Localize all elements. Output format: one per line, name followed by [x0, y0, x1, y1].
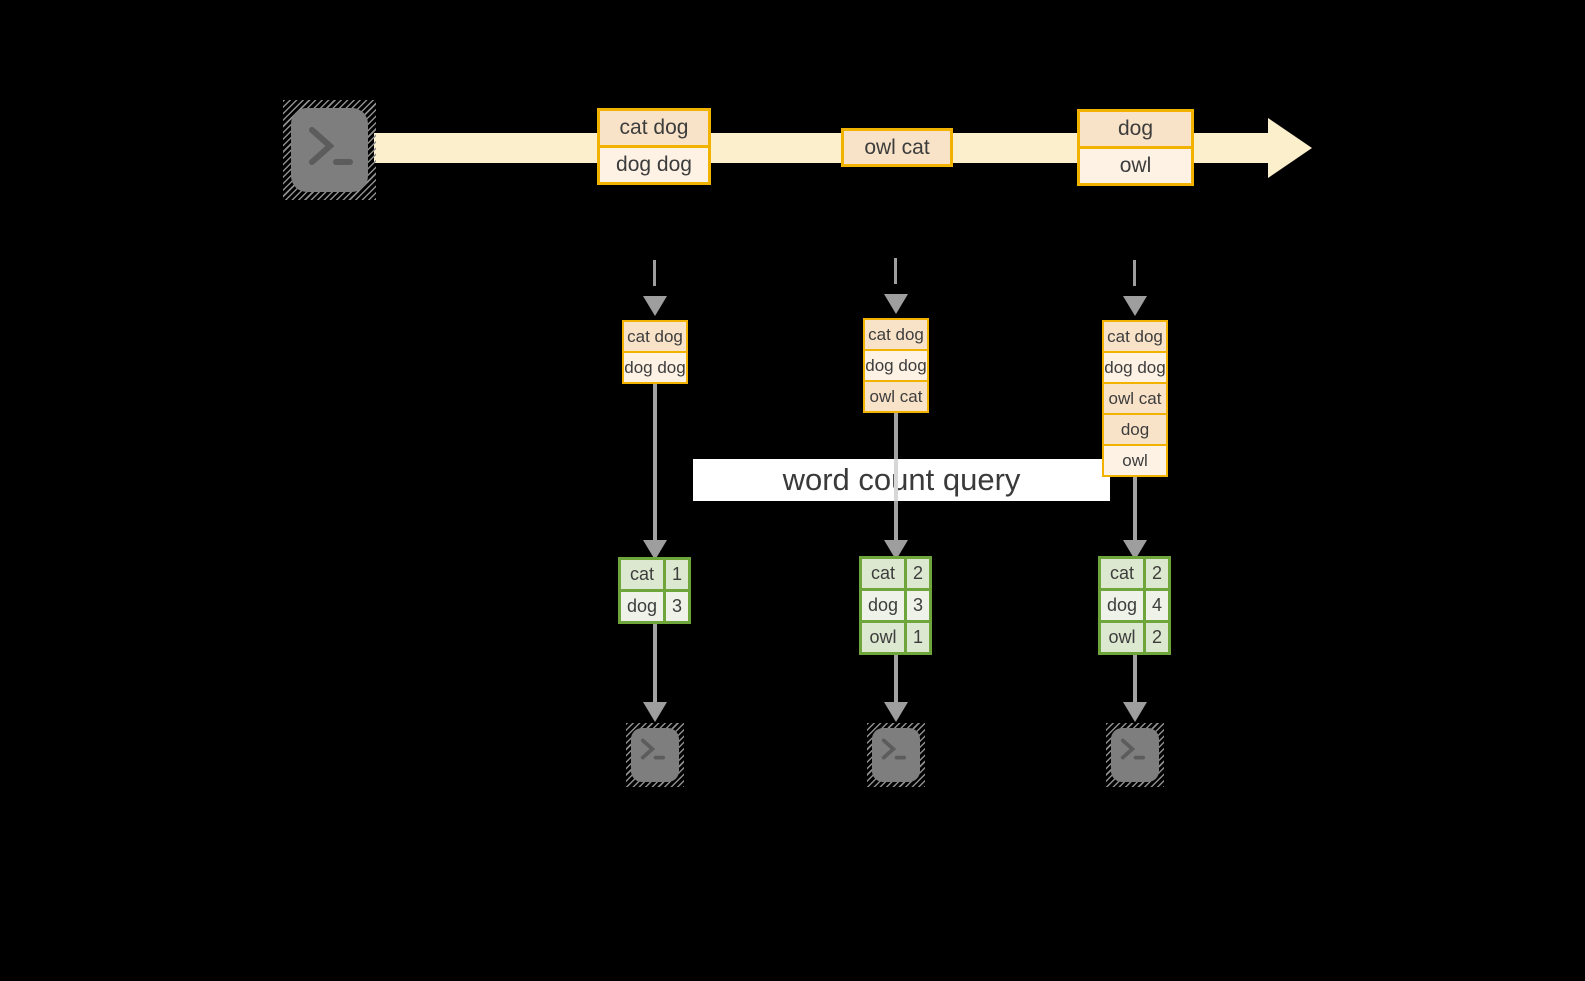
query-arrowhead-icon: [643, 540, 667, 560]
buffer-row: dog: [1104, 413, 1166, 444]
terminal-prompt-icon: [309, 127, 353, 165]
table-word-cell: cat: [862, 559, 904, 588]
buffer-row: cat dog: [1104, 322, 1166, 351]
event-word: owl: [1080, 146, 1191, 183]
table-word-cell: cat: [1101, 559, 1143, 588]
buffer-stack-2: cat dog dog dog owl cat: [863, 318, 929, 413]
terminal-screen: [291, 108, 368, 192]
buffer-row: dog dog: [624, 351, 686, 382]
table-word-cell: dog: [621, 592, 663, 621]
table-count-cell: 3: [666, 592, 688, 621]
query-label: word count query: [782, 462, 1021, 497]
table-count-cell: 2: [1146, 623, 1168, 652]
event-word: dog dog: [600, 145, 708, 182]
buffer-row: dog dog: [1104, 351, 1166, 382]
query-arrowhead-icon: [884, 540, 908, 560]
word-count-table-3: cat 2 dog 4 owl 2: [1098, 556, 1171, 655]
event-word: owl cat: [844, 131, 950, 164]
output-flow-line: [1133, 655, 1137, 702]
word-count-table-1: cat 1 dog 3: [618, 557, 691, 624]
query-banner: word count query: [693, 459, 1110, 501]
trigger-arrow-dash: [894, 258, 897, 284]
terminal-prompt-icon: [881, 738, 906, 760]
table-word-cell: cat: [621, 560, 663, 589]
event-word: cat dog: [600, 111, 708, 145]
terminal-prompt-icon: [1120, 738, 1145, 760]
table-count-cell: 3: [907, 591, 929, 620]
buffer-row: dog dog: [865, 349, 927, 380]
output-arrowhead-icon: [1123, 702, 1147, 722]
table-word-cell: dog: [862, 591, 904, 620]
output-flow-line: [894, 655, 898, 702]
trigger-arrowhead-icon: [884, 294, 908, 314]
trigger-arrowhead-icon: [1123, 296, 1147, 316]
table-count-cell: 2: [907, 559, 929, 588]
buffer-stack-1: cat dog dog dog: [622, 320, 688, 384]
query-arrowhead-icon: [1123, 540, 1147, 560]
buffer-stack-3: cat dog dog dog owl cat dog owl: [1102, 320, 1168, 477]
table-word-cell: owl: [1101, 623, 1143, 652]
terminal-prompt-icon: [640, 738, 665, 760]
timeline-event-batch-2: owl cat: [841, 128, 953, 167]
terminal-screen: [631, 728, 679, 782]
terminal-screen: [872, 728, 920, 782]
event-word: dog: [1080, 112, 1191, 146]
trigger-arrow-dash: [1133, 260, 1136, 286]
output-flow-line: [653, 624, 657, 702]
word-count-table-2: cat 2 dog 3 owl 1: [859, 556, 932, 655]
trigger-arrowhead-icon: [643, 296, 667, 316]
buffer-row: owl cat: [865, 380, 927, 411]
table-word-cell: dog: [1101, 591, 1143, 620]
source-terminal-icon: [283, 100, 376, 200]
sink-terminal-icon-1: [626, 723, 684, 787]
table-count-cell: 1: [666, 560, 688, 589]
buffer-row: cat dog: [624, 322, 686, 351]
buffer-row: owl: [1104, 444, 1166, 475]
terminal-screen: [1111, 728, 1159, 782]
buffer-row: owl cat: [1104, 382, 1166, 413]
table-word-cell: owl: [862, 623, 904, 652]
sink-terminal-icon-2: [867, 723, 925, 787]
stream-timeline-arrowhead-icon: [1268, 118, 1312, 178]
query-flow-line: [653, 384, 657, 540]
timeline-event-batch-3: dog owl: [1077, 109, 1194, 186]
output-arrowhead-icon: [643, 702, 667, 722]
output-arrowhead-icon: [884, 702, 908, 722]
query-banner-line-overlay: [894, 459, 898, 501]
buffer-row: cat dog: [865, 320, 927, 349]
timeline-event-batch-1: cat dog dog dog: [597, 108, 711, 185]
sink-terminal-icon-3: [1106, 723, 1164, 787]
query-flow-line: [1133, 477, 1137, 540]
trigger-arrow-dash: [653, 260, 656, 286]
table-count-cell: 1: [907, 623, 929, 652]
table-count-cell: 4: [1146, 591, 1168, 620]
table-count-cell: 2: [1146, 559, 1168, 588]
